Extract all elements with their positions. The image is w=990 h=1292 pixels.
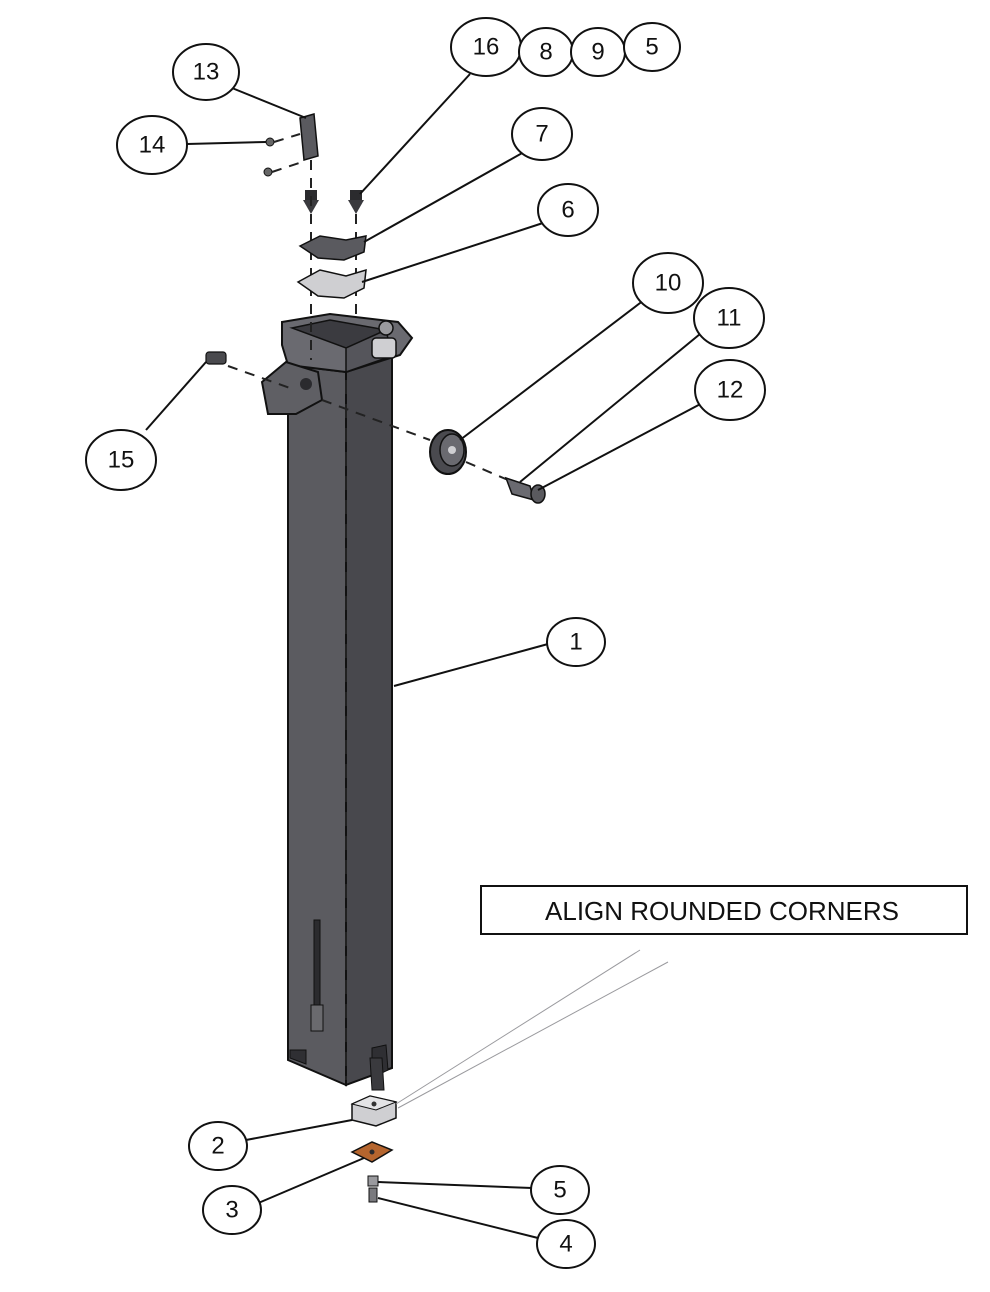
- callout-label: 11: [717, 305, 742, 332]
- note-box: ALIGN ROUNDED CORNERS: [480, 885, 968, 935]
- callout-label: 3: [225, 1197, 238, 1224]
- callout-5-bottom: 5: [530, 1165, 590, 1215]
- note-text: ALIGN ROUNDED CORNERS: [545, 896, 899, 926]
- callout-label: 2: [211, 1133, 224, 1160]
- callout-12: 12: [694, 359, 766, 421]
- callout-label: 10: [655, 270, 682, 297]
- callout-11: 11: [693, 287, 765, 349]
- callout-label: 5: [645, 34, 658, 61]
- callout-9: 9: [570, 27, 626, 77]
- callout-15: 15: [85, 429, 157, 491]
- post-head: [260, 312, 414, 415]
- part-14-screws: [263, 133, 303, 177]
- bolt-stack-right: [348, 190, 364, 214]
- part-6-plate: [296, 268, 367, 299]
- part-15-pin: [205, 351, 227, 365]
- part-10-wheel: [429, 429, 467, 475]
- callout-16: 16: [450, 17, 522, 77]
- callout-8: 8: [518, 27, 574, 77]
- part-11-12-bolt: [504, 476, 546, 504]
- part-5-4-bolt: [367, 1175, 379, 1203]
- callout-6: 6: [537, 183, 599, 237]
- leader-lines: [145, 73, 709, 1239]
- part-3-pad: [350, 1141, 394, 1163]
- callout-1: 1: [546, 617, 606, 667]
- part-2-block: [350, 1095, 398, 1127]
- callout-13: 13: [172, 43, 240, 101]
- callout-3: 3: [202, 1185, 262, 1235]
- callout-label: 4: [559, 1231, 572, 1258]
- callout-label: 14: [139, 132, 166, 159]
- callout-label: 5: [553, 1177, 566, 1204]
- callout-5-top: 5: [623, 22, 681, 72]
- part-13-bar: [299, 113, 319, 161]
- callout-label: 13: [193, 59, 220, 86]
- callout-10: 10: [632, 252, 704, 314]
- callout-label: 7: [535, 121, 548, 148]
- callout-label: 1: [569, 629, 582, 656]
- callout-label: 8: [539, 39, 552, 66]
- callout-label: 15: [108, 447, 135, 474]
- bolt-stack-left: [303, 190, 319, 214]
- callout-4: 4: [536, 1219, 596, 1269]
- callout-label: 16: [473, 34, 500, 61]
- callout-2: 2: [188, 1121, 248, 1171]
- callout-label: 12: [717, 377, 744, 404]
- callout-label: 6: [561, 197, 574, 224]
- callout-14: 14: [116, 115, 188, 175]
- callout-7: 7: [511, 107, 573, 161]
- part-7-plate: [298, 235, 367, 261]
- post-tube: [287, 354, 393, 1091]
- callout-label: 9: [591, 39, 604, 66]
